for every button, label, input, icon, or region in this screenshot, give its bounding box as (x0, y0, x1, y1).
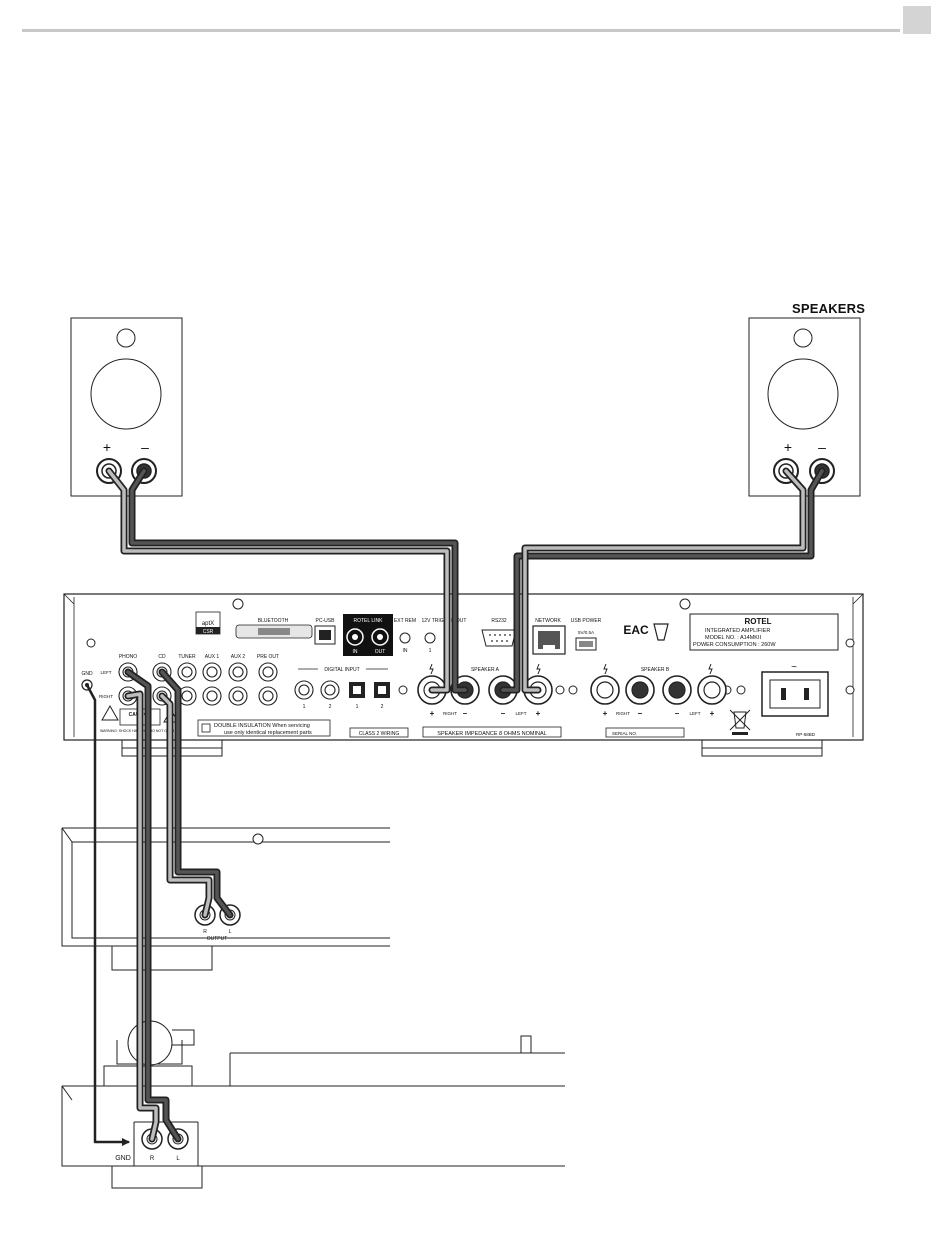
left-speaker-plus: + (103, 439, 111, 455)
turntable-gnd-label: GND (115, 1155, 131, 1162)
amp-left-label: LEFT (100, 670, 111, 675)
rotel-link-out-label: OUT (375, 649, 386, 655)
serial-box (605, 727, 685, 738)
preout-label: PRE OUT (257, 654, 279, 660)
left-speaker-minus: – (141, 439, 149, 455)
double-insulation-line-2: use only identical replacement parts (224, 730, 312, 736)
svg-text:+: + (430, 709, 435, 718)
amp-foot-right (701, 740, 823, 757)
ext-rem-label: EXT REM (394, 618, 416, 624)
brand-logo: ROTEL (744, 617, 771, 626)
pc-usb-label: PC-USB (316, 618, 336, 624)
weee-icon (729, 709, 751, 731)
optical-1-num: 1 (356, 704, 359, 710)
rating-label-line-2: MODEL NO. : A14MKII (705, 635, 762, 641)
speaker-a-label: SPEAKER A (471, 667, 500, 673)
rating-label-line-1: INTEGRATED AMPLIFIER (705, 628, 770, 634)
amp-gnd-label: GND (81, 671, 93, 677)
class2-label: CLASS 2 WIRING (359, 731, 400, 737)
serial-label: SERIAL NO. (612, 731, 637, 736)
coax-2-num: 2 (329, 704, 332, 710)
ext-rem-jack (399, 632, 411, 644)
class2-box (349, 727, 409, 738)
cd-player-rear: R L OUTPUT (61, 827, 390, 971)
trigger-num: 1 (429, 648, 432, 654)
svg-text:–: – (463, 709, 468, 718)
aptx-logo: aptX (202, 621, 214, 627)
rs232-port (481, 629, 517, 647)
trigger-jack (424, 632, 436, 644)
cables (85, 467, 826, 1144)
impedance-label: SPEAKER IMPEDANCE 8 OHMS NOMINAL (437, 731, 546, 737)
cd-l-label: L (229, 929, 232, 935)
right-speaker: + – (748, 317, 861, 497)
svg-text:–: – (675, 709, 680, 718)
left-speaker: + – (70, 317, 183, 497)
turntable-r-label: R (150, 1156, 155, 1162)
speaker-b-label: SPEAKER B (641, 667, 670, 673)
header-rule (22, 29, 900, 32)
impedance-box (422, 726, 562, 738)
svg-text:–: – (638, 709, 643, 718)
rating-label (689, 613, 839, 651)
svg-text:+: + (536, 709, 541, 718)
speaker-b-terminals (590, 675, 727, 705)
optical-2-num: 2 (381, 704, 384, 710)
speakers-title: SPEAKERS (792, 301, 866, 316)
ext-rem-in-label: IN (403, 648, 408, 654)
speaker-a-left-label: LEFT (515, 711, 526, 716)
phono-label: PHONO (119, 654, 137, 660)
page-tab (903, 6, 931, 34)
double-insulation-line-1: DOUBLE INSULATION When servicing (214, 723, 310, 729)
ac-tilde: ~ (791, 662, 797, 673)
right-speaker-plus: + (784, 439, 792, 455)
usb-power-spec: 5V/0.5A (578, 630, 594, 635)
speaker-b-left-label: LEFT (689, 711, 700, 716)
aux2-label: AUX 2 (231, 654, 246, 660)
certification-mark (653, 623, 669, 641)
model-code: RP-58BD (796, 732, 816, 737)
double-insulation-box (197, 719, 331, 737)
aux1-label: AUX 1 (205, 654, 220, 660)
gnd-arrow (122, 1138, 130, 1146)
rotel-link-in-label: IN (353, 649, 358, 655)
right-speaker-minus: – (818, 439, 826, 455)
rating-label-line-3: POWER CONSUMPTION : 260W (693, 642, 776, 648)
svg-text:–: – (501, 709, 506, 718)
tuner-label: TUNER (178, 654, 196, 660)
svg-text:+: + (603, 709, 608, 718)
network-label: NETWORK (535, 618, 561, 624)
digital-input-label: DIGITAL INPUT (324, 667, 359, 673)
amp-right-label: RIGHT (99, 694, 113, 699)
csr-logo: CSR (203, 629, 214, 635)
speaker-a-right-label: RIGHT (443, 711, 457, 716)
turntable-l-label: L (176, 1156, 180, 1162)
speaker-b-right-label: RIGHT (616, 711, 630, 716)
cd-r-label: R (203, 929, 207, 935)
rs232-label: RS232 (491, 618, 507, 624)
cd-label: CD (158, 654, 166, 660)
usb-power-label: USB POWER (571, 618, 602, 624)
coax-1-num: 1 (303, 704, 306, 710)
amplifier-rear-panel: aptX CSR BLUETOOTH PC-USB ROTEL LINK IN … (63, 593, 864, 757)
cd-output-label: OUTPUT (207, 936, 228, 942)
eac-mark: EAC (623, 623, 649, 637)
rotel-link-label: ROTEL LINK (354, 618, 384, 624)
bluetooth-label: BLUETOOTH (258, 618, 289, 624)
svg-text:+: + (710, 709, 715, 718)
